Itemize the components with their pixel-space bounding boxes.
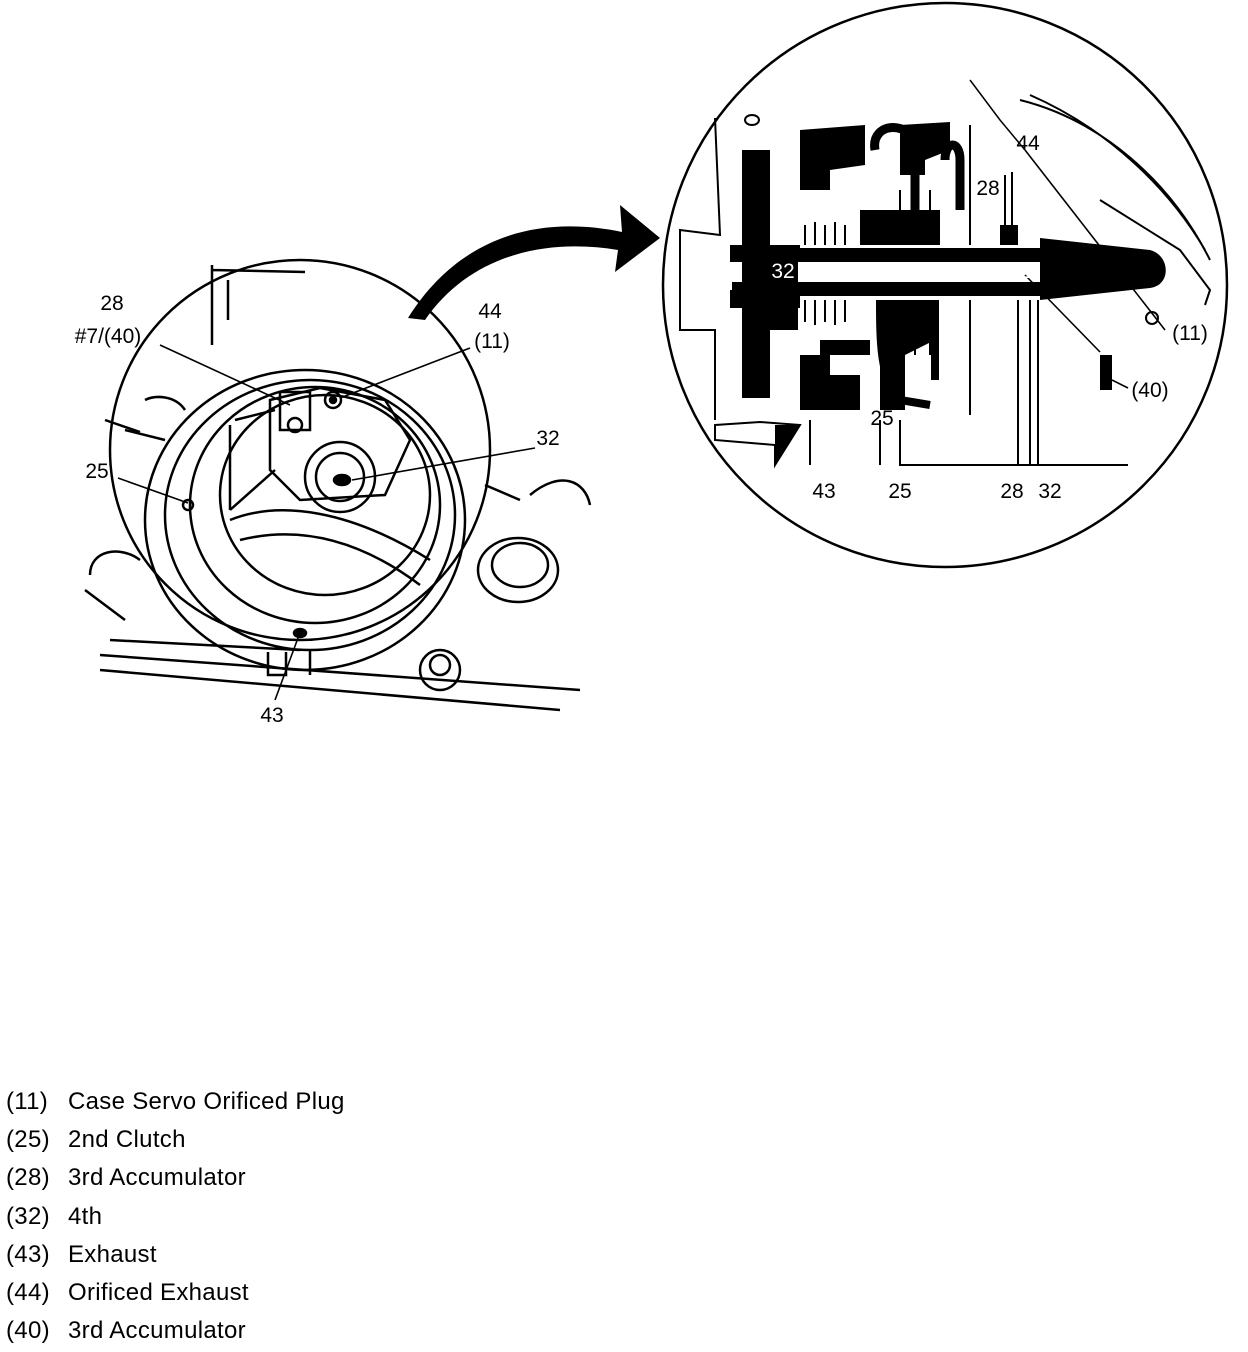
callout-43-left: 43 (260, 704, 283, 727)
legend-label: 3rd Accumulator (68, 1164, 246, 1192)
callout-44-left: 44 (478, 300, 502, 323)
callout-32-right-left: 32 (771, 260, 794, 283)
magnify-arrow (408, 205, 660, 320)
callout-28-right-top: 28 (976, 177, 999, 200)
callout-43-right: 43 (812, 480, 835, 503)
legend-list: (11) Case Servo Orificed Plug (25) 2nd Clu… (6, 1083, 345, 1350)
legend-number: (28) (6, 1164, 50, 1192)
leader-lines-left (117, 344, 536, 701)
callout-32-right: 32 (1038, 480, 1061, 503)
callout-25-right-inner: 25 (870, 407, 893, 430)
callout-25-right: 25 (888, 480, 911, 503)
callout-11-left: (11) (474, 330, 510, 353)
callout-44-right: 44 (1016, 132, 1040, 155)
legend-label: 2nd Clutch (68, 1126, 186, 1154)
legend-item: (11) Case Servo Orificed Plug (6, 1083, 345, 1121)
legend-item: (28) 3rd Accumulator (6, 1159, 345, 1197)
legend-number: (44) (6, 1278, 50, 1306)
case-view-illustration (84, 258, 592, 712)
callouts-left: 28 #7/(40) 44 (11) 32 25 43 (75, 292, 560, 727)
callouts-right: 44 28 32 32 (11) (40) 25 43 25 28 32 (771, 132, 1208, 503)
legend-label: 3rd Accumulator (68, 1317, 246, 1345)
legend-label: 4th (68, 1202, 103, 1230)
legend-number: (32) (6, 1202, 50, 1230)
legend-item: (32) 4th (6, 1198, 345, 1236)
callout-32-left: 32 (536, 427, 559, 450)
legend-number: (11) (6, 1088, 49, 1115)
callout-11-right: (11) (1172, 322, 1208, 345)
callout-25-left: 25 (85, 460, 108, 483)
magnified-section-illustration (661, 1, 1229, 569)
legend-item: (40) 3rd Accumulator (6, 1312, 345, 1350)
callout-7-40-left: #7/(40) (75, 325, 142, 348)
servo-passage-diagram: 28 #7/(40) 44 (11) 32 25 43 44 28 32 32 … (75, 1, 1229, 727)
callout-28-left: 28 (100, 292, 123, 315)
callout-28-right: 28 (1000, 480, 1023, 503)
callout-32-right-right: 32 (1008, 260, 1031, 283)
legend-item: (25) 2nd Clutch (6, 1121, 345, 1159)
callout-40-right: (40) (1131, 379, 1168, 402)
legend-number: (40) (6, 1317, 50, 1345)
legend-label: Exhaust (68, 1240, 157, 1268)
legend-label: Case Servo Orificed Plug (68, 1088, 345, 1115)
legend-number: (43) (6, 1240, 50, 1268)
legend-number: (25) (6, 1126, 50, 1154)
legend-item: (43) Exhaust (6, 1236, 345, 1274)
legend-item: (44) Orificed Exhaust (6, 1274, 345, 1312)
leader-lines-right (1024, 149, 1166, 389)
legend-label: Orificed Exhaust (68, 1278, 249, 1306)
